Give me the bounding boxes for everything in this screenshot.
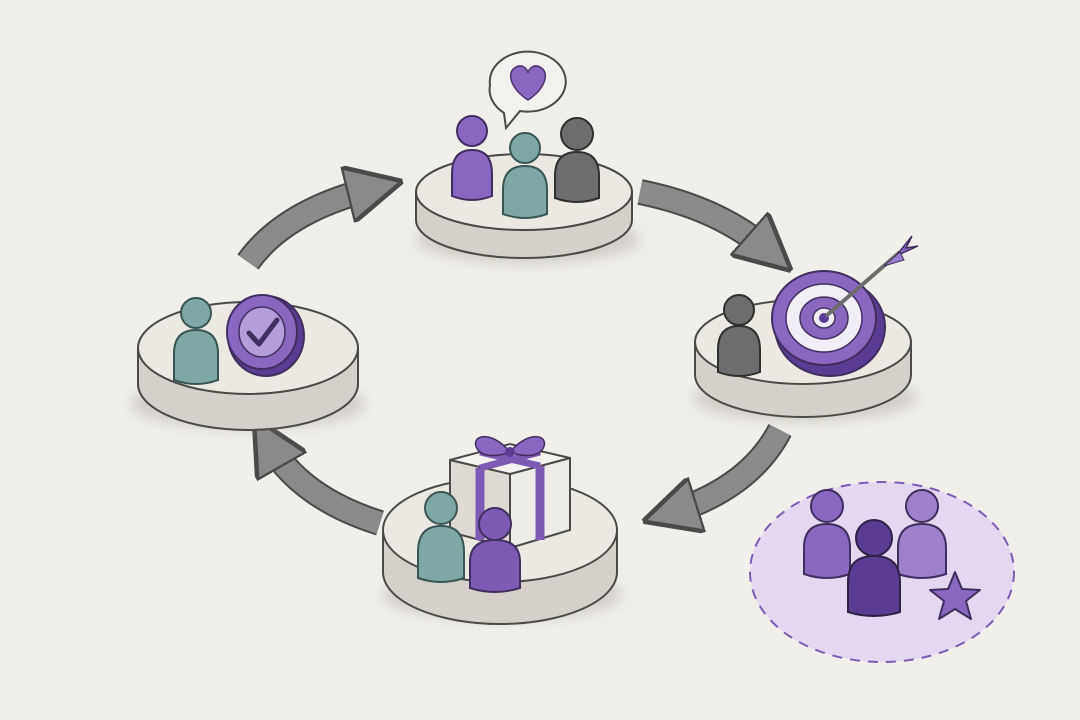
- person-icon: [417, 491, 465, 583]
- person-icon: [803, 489, 851, 579]
- target-icon: [771, 270, 886, 377]
- person-icon: [717, 294, 761, 377]
- person-icon: [847, 519, 901, 617]
- person-icon: [451, 115, 493, 201]
- community-group: [749, 481, 1015, 663]
- speech-bubble-icon: [488, 50, 567, 131]
- checkmark-icon: [226, 294, 305, 377]
- stage-verify: [130, 294, 366, 431]
- person-icon: [173, 297, 219, 385]
- arrow-goal-to-reward: [670, 423, 792, 513]
- person-icon: [502, 132, 548, 219]
- heart-icon: [509, 65, 547, 101]
- person-icon: [554, 117, 600, 203]
- arrow-reward-to-verify: [268, 442, 384, 536]
- person-icon: [469, 507, 521, 593]
- stage-connect: [415, 50, 640, 264]
- stage-goal: [693, 235, 919, 422]
- stage-reward: [382, 435, 622, 625]
- arrow-icon: [824, 235, 919, 318]
- star-icon: [929, 571, 981, 620]
- person-icon: [897, 489, 947, 579]
- arrow-connect-to-goal: [637, 179, 770, 252]
- arrow-verify-to-connect: [237, 188, 375, 270]
